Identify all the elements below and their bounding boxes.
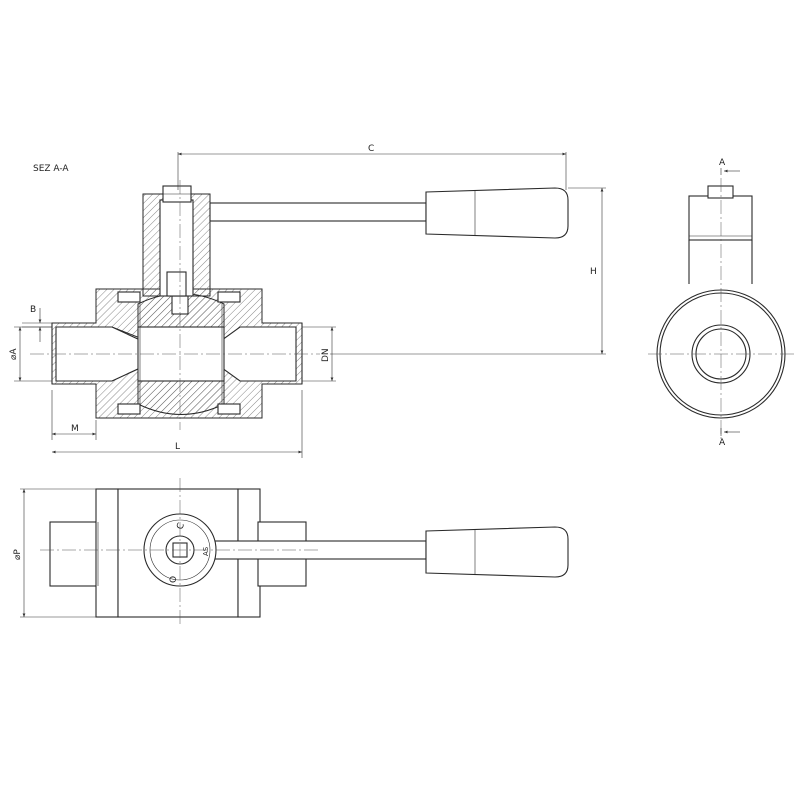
dim-l-label: L: [175, 442, 180, 452]
section-mark-bottom: A: [719, 438, 726, 448]
handle-mark-closed: C: [175, 522, 187, 531]
dim-c: C: [177, 144, 567, 190]
dim-m-label: M: [71, 424, 79, 434]
section-title: SEZ A-A: [33, 164, 69, 174]
dim-b-label: B: [30, 305, 36, 315]
handle-grip-top: [425, 187, 569, 239]
section-mark-top: A: [719, 158, 726, 168]
dim-dn: DN: [302, 326, 336, 382]
dim-h-label: H: [590, 267, 597, 277]
handle-logo: AS: [202, 546, 210, 556]
handle-grip-bottom: [425, 526, 569, 578]
top-view: C O AS: [40, 478, 569, 625]
dim-h: H: [330, 187, 606, 355]
section-view: [30, 180, 569, 430]
dim-diam-a: ⌀A: [9, 326, 52, 382]
dim-l: L: [52, 390, 303, 458]
dim-diam-p: ⌀P: [13, 488, 96, 618]
dim-m: M: [51, 390, 97, 440]
dim-b: B: [22, 305, 52, 342]
dim-diam-a-label: ⌀A: [9, 348, 19, 360]
dim-dn-label: DN: [321, 348, 331, 362]
dim-c-label: C: [368, 144, 374, 154]
handle-mark-open: O: [169, 576, 179, 583]
dim-diam-p-label: ⌀P: [13, 549, 23, 560]
side-view: A A: [648, 158, 796, 448]
